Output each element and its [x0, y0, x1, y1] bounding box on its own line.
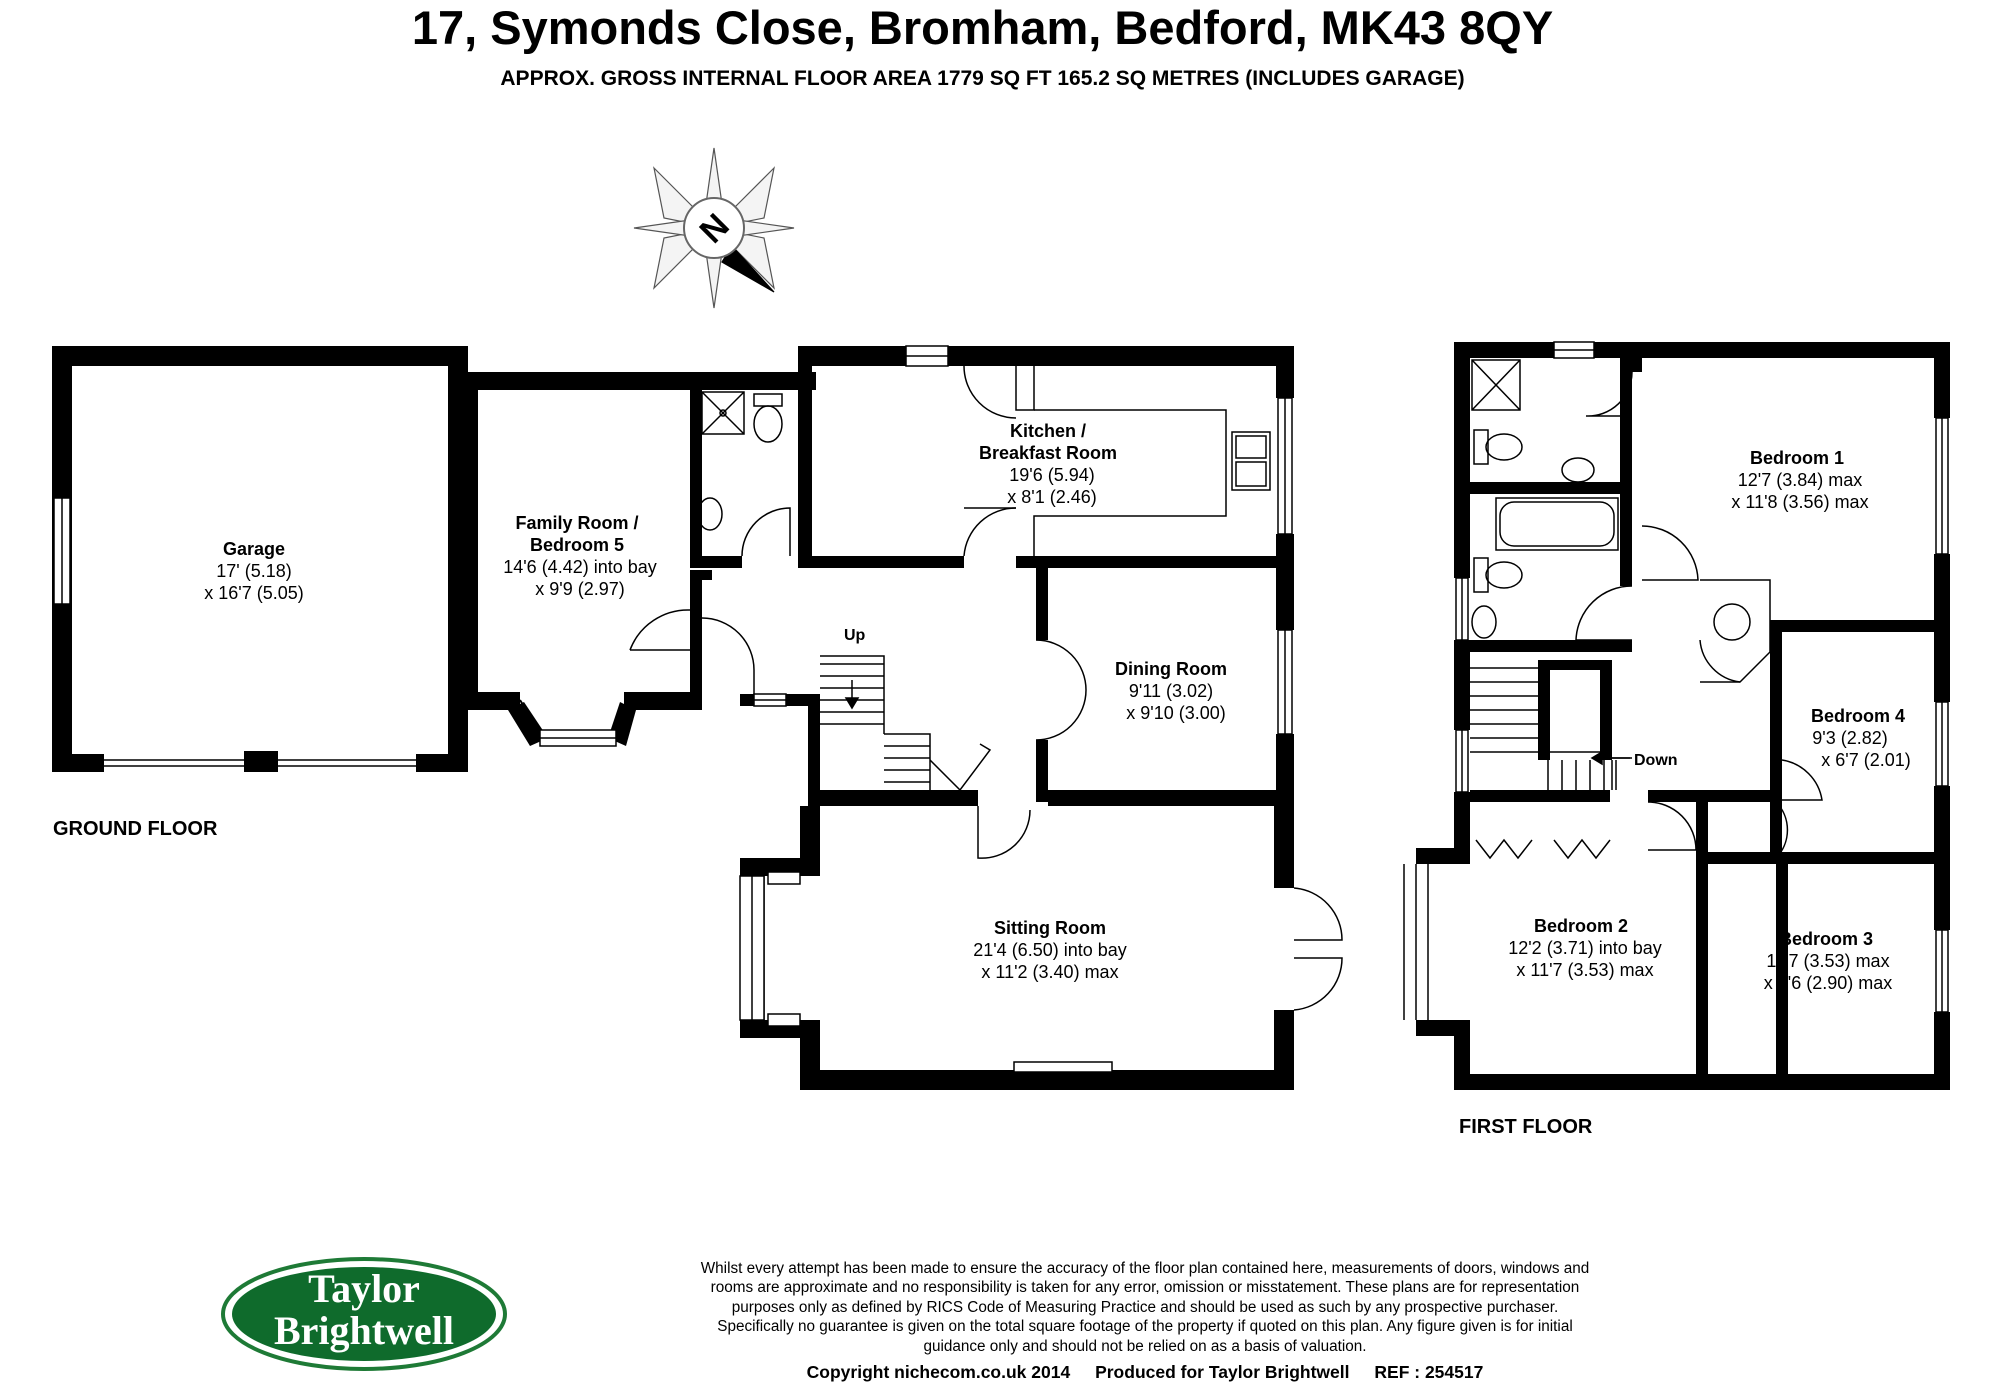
first-floor-label: FIRST FLOOR — [1459, 1116, 1593, 1138]
garage-dim-2: x 16'7 (5.05) — [204, 583, 304, 603]
kitchen-name-1: Kitchen / — [1010, 421, 1086, 441]
bedroom-2-dim-2: x 11'7 (3.53) max — [1516, 960, 1653, 980]
dining-room-dim-1: 9'11 (3.02) — [1129, 681, 1213, 701]
ground-floor-labels: Garage 17' (5.18) x 16'7 (5.05) Family R… — [53, 421, 1227, 982]
disclaimer-line: Specifically no guarantee is given on th… — [717, 1318, 1573, 1336]
bedroom-3-dim-2: x 9'6 (2.90) max — [1764, 973, 1893, 993]
ground-floor-fixtures — [53, 345, 1343, 1073]
bedroom-3-dim-1: 11'7 (3.53) max — [1766, 951, 1889, 971]
footer-copyright: Copyright nichecom.co.uk 2014 — [806, 1362, 1071, 1382]
floor-area-subtitle: APPROX. GROSS INTERNAL FLOOR AREA 1779 S… — [500, 67, 1465, 90]
family-room-dim-1: 14'6 (4.42) into bay — [503, 557, 657, 577]
dining-room-name: Dining Room — [1115, 659, 1227, 679]
bedroom-1-dim-1: 12'7 (3.84) max — [1738, 470, 1863, 490]
bedroom-4-dim-1: 9'3 (2.82) — [1812, 728, 1887, 748]
bedroom-1-name: Bedroom 1 — [1750, 448, 1844, 468]
stairs-down-label: Down — [1634, 752, 1678, 769]
bedroom-4-name: Bedroom 4 — [1811, 706, 1905, 726]
compass-icon: N — [633, 147, 795, 309]
bedroom-1-dim-2: x 11'8 (3.56) max — [1731, 492, 1868, 512]
family-room-name-1: Family Room / — [515, 513, 638, 533]
garage-dim-1: 17' (5.18) — [216, 561, 291, 581]
family-room-name-2: Bedroom 5 — [530, 535, 624, 555]
page-title: 17, Symonds Close, Bromham, Bedford, MK4… — [411, 1, 1554, 54]
logo-text: Taylor Brightwell — [220, 1268, 508, 1352]
disclaimer-line: purposes only as defined by RICS Code of… — [731, 1298, 1559, 1316]
dining-room-dim-2: x 9'10 (3.00) — [1126, 703, 1226, 723]
kitchen-name-2: Breakfast Room — [979, 443, 1117, 463]
first-floor-walls — [1416, 342, 1950, 1090]
disclaimer-line: Whilst every attempt has been made to en… — [700, 1260, 1590, 1277]
kitchen-dim-2: x 8'1 (2.46) — [1007, 487, 1096, 507]
first-floor-fixtures — [1403, 341, 1949, 1020]
bedroom-3-name: Bedroom 3 — [1779, 929, 1873, 949]
garage-name: Garage — [223, 539, 285, 559]
sitting-room-name: Sitting Room — [994, 918, 1106, 938]
logo-line-1: Taylor — [308, 1266, 420, 1311]
kitchen-dim-1: 19'6 (5.94) — [1009, 465, 1095, 485]
footer-produced-for: Produced for Taylor Brightwell — [1095, 1362, 1350, 1382]
footer-reference: REF : 254517 — [1374, 1362, 1484, 1382]
sitting-room-dim-2: x 11'2 (3.40) max — [981, 962, 1118, 982]
disclaimer-line: guidance only and should not be relied o… — [923, 1337, 1367, 1355]
sitting-room-dim-1: 21'4 (6.50) into bay — [973, 940, 1127, 960]
footer: Copyright nichecom.co.uk 2014 Produced f… — [640, 1361, 1650, 1383]
logo-line-2: Brightwell — [274, 1308, 454, 1353]
disclaimer-text: Whilst every attempt has been made to en… — [640, 1259, 1650, 1356]
disclaimer-line: rooms are approximate and no responsibil… — [710, 1279, 1580, 1297]
stairs-up-label: Up — [844, 627, 866, 644]
taylor-brightwell-logo — [221, 1257, 507, 1371]
family-room-dim-2: x 9'9 (2.97) — [535, 579, 624, 599]
bedroom-2-name: Bedroom 2 — [1534, 916, 1628, 936]
first-floor-labels: Bedroom 1 12'7 (3.84) max x 11'8 (3.56) … — [1459, 448, 1911, 1138]
ground-floor-walls — [52, 346, 1294, 1090]
bedroom-2-dim-1: 12'2 (3.71) into bay — [1508, 938, 1662, 958]
ground-floor-label: GROUND FLOOR — [53, 818, 218, 840]
bedroom-4-dim-2: x 6'7 (2.01) — [1821, 750, 1910, 770]
